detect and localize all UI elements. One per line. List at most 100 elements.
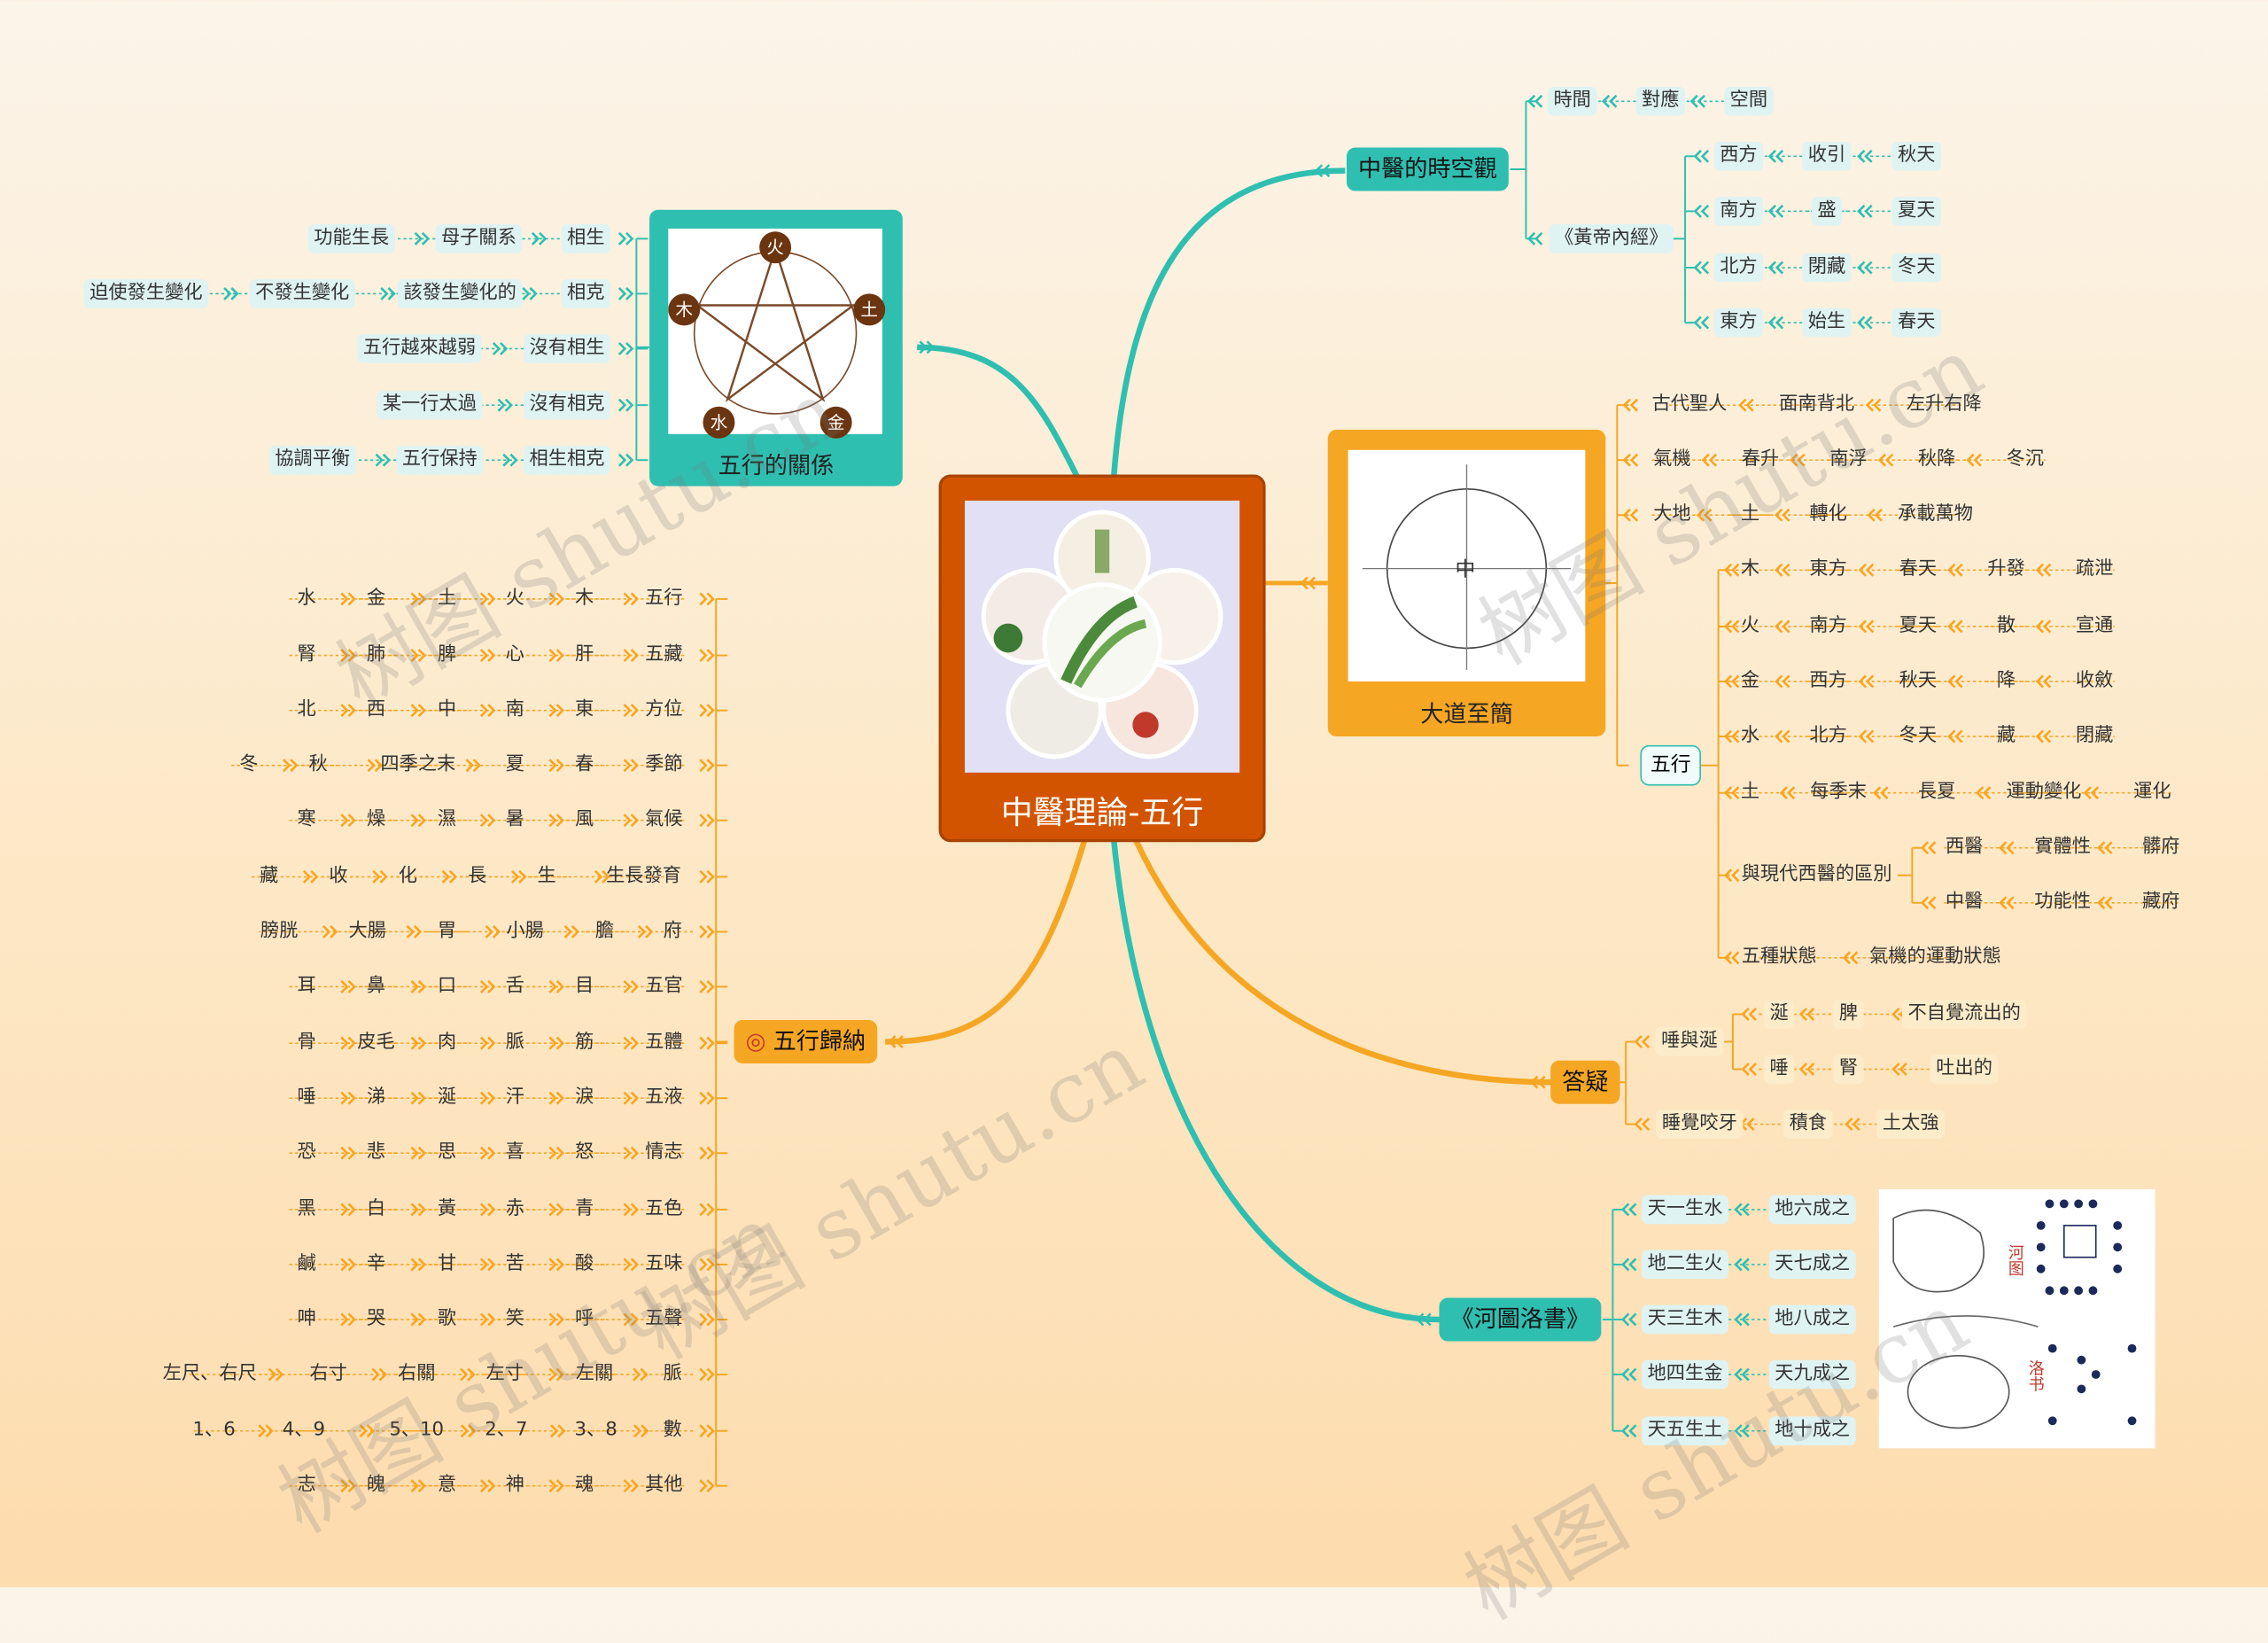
guina-row9-3[interactable]: 涎 [437, 1086, 457, 1109]
guina-row6-5[interactable]: 膀胱 [260, 920, 299, 942]
shikong-time-2[interactable]: 空間 [1724, 86, 1774, 116]
compare-row1-0[interactable]: 中醫 [1945, 891, 1984, 914]
guina-row15-2[interactable]: 2、7 [485, 1419, 528, 1442]
guina-row5-0[interactable]: 生長發育 [606, 865, 681, 887]
guanxi-row3-1[interactable]: 某一行太過 [377, 390, 483, 420]
wuxing-row3-3[interactable]: 藏 [1996, 724, 2016, 747]
guanxi-row1-2[interactable]: 不發生變化 [249, 279, 355, 308]
wuxing-row3-2[interactable]: 冬天 [1899, 724, 1938, 747]
wuxing-row3-0[interactable]: 水 [1740, 724, 1760, 747]
compare-row0-1[interactable]: 實體性 [2034, 836, 2092, 859]
wuxing-row2-1[interactable]: 西方 [1809, 669, 1847, 692]
dadao-row1-3[interactable]: 秋降 [1917, 448, 1956, 471]
hetu-row1-0[interactable]: 地二生火 [1642, 1250, 1729, 1280]
guina-row11-5[interactable]: 黑 [297, 1197, 316, 1220]
dadao-row2-3[interactable]: 承載萬物 [1898, 503, 1973, 526]
dadao-row1-0[interactable]: 氣機 [1653, 448, 1691, 471]
hetu-row0-1[interactable]: 地六成之 [1768, 1195, 1856, 1225]
guina-row0-2[interactable]: 火 [505, 587, 524, 610]
guina-row10-4[interactable]: 悲 [366, 1141, 386, 1164]
guina-row0-1[interactable]: 木 [574, 587, 594, 610]
guina-row2-1[interactable]: 東 [574, 698, 594, 721]
guanxi-row2-0[interactable]: 沒有相生 [524, 334, 610, 363]
hetu-row3-1[interactable]: 天九成之 [1768, 1359, 1856, 1390]
wuxing-row0-2[interactable]: 春天 [1899, 558, 1938, 580]
shikong-row3-1[interactable]: 始生 [1802, 308, 1852, 338]
guina-row3-2[interactable]: 夏 [505, 753, 524, 776]
tuoxian-row0-2[interactable]: 不自覺流出的 [1901, 1000, 2027, 1029]
yaoya-row-1[interactable]: 積食 [1783, 1110, 1833, 1139]
wuxing-row0-3[interactable]: 升發 [1987, 558, 2025, 580]
guina-row11-2[interactable]: 赤 [505, 1197, 524, 1220]
guina-row13-1[interactable]: 呼 [574, 1307, 594, 1330]
guina-row5-5[interactable]: 藏 [260, 865, 279, 887]
guina-row11-0[interactable]: 五色 [645, 1197, 683, 1220]
guina-row14-3[interactable]: 右關 [397, 1362, 436, 1385]
compare-node[interactable]: 與現代西醫的區別 [1741, 863, 1892, 886]
guina-row6-0[interactable]: 府 [663, 920, 682, 942]
guina-row16-4[interactable]: 魄 [366, 1474, 386, 1497]
states-row-0[interactable]: 五種狀態 [1741, 946, 1817, 969]
shikong-time-1[interactable]: 對應 [1635, 86, 1686, 116]
guina-row2-2[interactable]: 南 [505, 698, 524, 721]
shikong-row3-2[interactable]: 春天 [1891, 308, 1942, 338]
hetu-row1-1[interactable]: 天七成之 [1768, 1250, 1856, 1280]
wuxing-row0-1[interactable]: 東方 [1809, 558, 1847, 580]
guina-row8-4[interactable]: 皮毛 [357, 1032, 395, 1054]
shikong-topic[interactable]: 中醫的時空觀 [1346, 147, 1509, 191]
guina-row11-4[interactable]: 白 [366, 1197, 386, 1220]
guina-row2-0[interactable]: 方位 [645, 698, 683, 721]
tuoxian-row0-1[interactable]: 脾 [1833, 1000, 1864, 1029]
wuxing-row2-4[interactable]: 收斂 [2075, 669, 2114, 692]
guanxi-row1-1[interactable]: 該發生變化的 [397, 279, 523, 308]
guina-row14-5[interactable]: 左尺、右尺 [162, 1362, 257, 1385]
wuxing-row4-1[interactable]: 每季末 [1810, 781, 1867, 804]
guina-row10-0[interactable]: 情志 [645, 1141, 683, 1164]
guina-row4-5[interactable]: 寒 [297, 808, 316, 831]
guina-row14-4[interactable]: 右寸 [309, 1362, 347, 1385]
guina-row6-3[interactable]: 胃 [437, 920, 457, 942]
guina-row12-3[interactable]: 甘 [437, 1252, 457, 1275]
guina-row1-0[interactable]: 五藏 [645, 643, 683, 666]
dadao-row1-1[interactable]: 春升 [1741, 448, 1780, 471]
guina-row1-2[interactable]: 心 [505, 643, 524, 666]
guina-row0-4[interactable]: 金 [366, 587, 386, 610]
guina-row15-4[interactable]: 4、9 [282, 1419, 325, 1442]
guina-row1-4[interactable]: 肺 [366, 643, 386, 666]
tuoxian-node[interactable]: 唾與涎 [1655, 1027, 1724, 1056]
dadao-row1-4[interactable]: 冬沉 [2006, 448, 2044, 471]
guina-row4-2[interactable]: 暑 [505, 808, 524, 831]
guina-row13-5[interactable]: 呻 [297, 1307, 316, 1330]
guina-row13-0[interactable]: 五聲 [645, 1307, 683, 1330]
guanxi-row0-2[interactable]: 功能生長 [307, 224, 395, 253]
guina-row5-4[interactable]: 收 [329, 865, 348, 887]
guanxi-row4-1[interactable]: 五行保持 [396, 445, 484, 475]
guina-row7-0[interactable]: 五官 [645, 975, 683, 997]
guina-row7-3[interactable]: 口 [437, 975, 457, 997]
hetu-row4-1[interactable]: 地十成之 [1768, 1416, 1856, 1446]
guina-row0-0[interactable]: 五行 [645, 587, 683, 610]
guanxi-row1-3[interactable]: 迫使發生變化 [83, 279, 209, 308]
wuxing-row1-0[interactable]: 火 [1740, 614, 1760, 637]
guina-row11-1[interactable]: 青 [574, 1197, 594, 1220]
compare-row1-1[interactable]: 功能性 [2034, 891, 2092, 914]
guina-row3-1[interactable]: 春 [574, 753, 594, 776]
wuxing-row0-4[interactable]: 疏泄 [2075, 558, 2114, 580]
guina-row5-2[interactable]: 長 [468, 865, 487, 887]
guina-row11-3[interactable]: 黃 [437, 1197, 457, 1220]
guina-row8-5[interactable]: 骨 [297, 1032, 316, 1054]
dadao-row2-2[interactable]: 轉化 [1809, 503, 1847, 526]
dadao-row0-1[interactable]: 面南背北 [1779, 393, 1855, 416]
guina-row2-4[interactable]: 西 [366, 698, 386, 721]
guina-row1-5[interactable]: 腎 [297, 643, 316, 666]
shikong-row0-2[interactable]: 秋天 [1891, 141, 1942, 171]
shikong-row1-0[interactable]: 南方 [1713, 197, 1764, 226]
hetu-row2-0[interactable]: 天三生木 [1642, 1304, 1729, 1335]
guina-row12-1[interactable]: 酸 [574, 1252, 594, 1275]
dadao-card[interactable]: 中 大道至簡 [1327, 429, 1606, 737]
dadao-row2-1[interactable]: 土 [1740, 503, 1760, 526]
guina-row10-2[interactable]: 喜 [505, 1141, 524, 1164]
wuxing-row4-2[interactable]: 長夏 [1917, 781, 1956, 804]
compare-row1-2[interactable]: 藏府 [2141, 891, 2180, 914]
yaoya-row-0[interactable]: 睡覺咬牙 [1656, 1110, 1744, 1139]
